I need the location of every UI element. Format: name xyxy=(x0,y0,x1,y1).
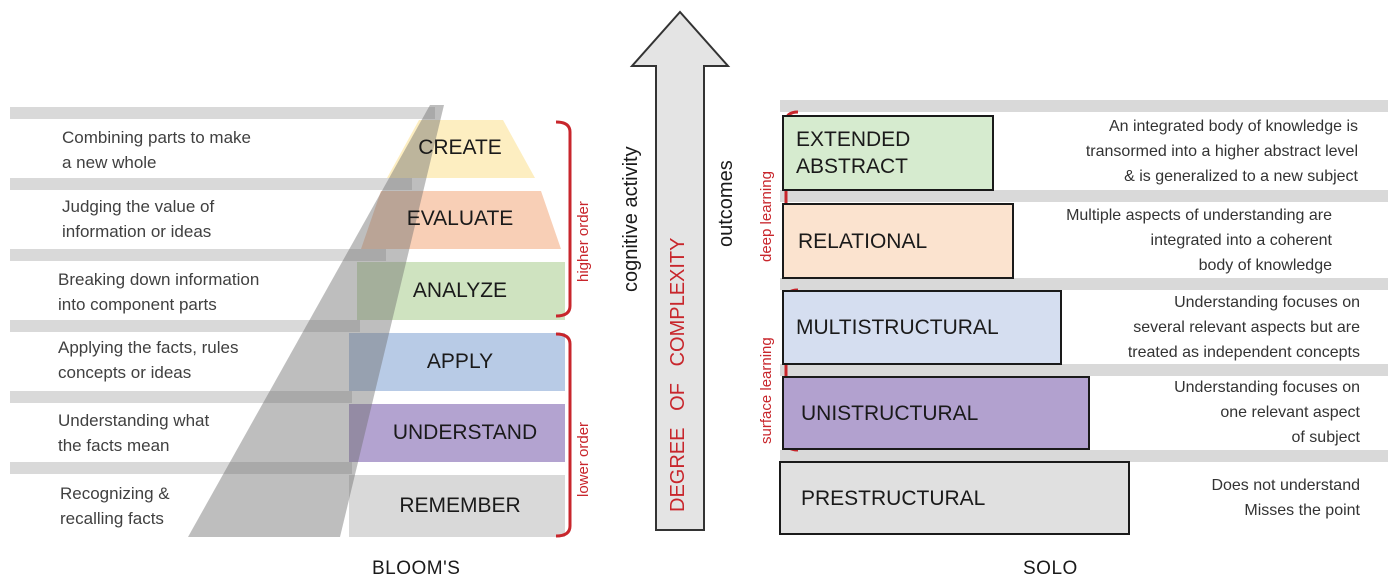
solo-desc-extended-abstract: An integrated body of knowledge is trans… xyxy=(1020,114,1358,189)
desc-line: Understanding focuses on xyxy=(1174,379,1360,396)
bloom-level-evaluate: EVALUATE xyxy=(406,207,514,230)
cognitive-activity-label: cognitive activity xyxy=(620,146,642,292)
desc-line: several relevant aspects but are xyxy=(1133,319,1360,336)
bloom-level-remember: REMEMBER xyxy=(399,494,521,517)
solo-label-extended-abstract: EXTENDED ABSTRACT xyxy=(796,126,910,180)
desc-line: Understanding what xyxy=(58,411,210,430)
solo-box-relational xyxy=(782,203,1014,279)
surface-learning-label: surface learning xyxy=(758,337,775,444)
solo-box-extended-abstract xyxy=(782,115,994,191)
desc-line: Judging the value of xyxy=(62,197,215,216)
bloom-stripe xyxy=(10,391,352,403)
desc-line: Understanding focuses on xyxy=(1174,294,1360,311)
solo-title: SOLO xyxy=(1023,558,1078,579)
solo-desc-unistructural: Understanding focuses on one relevant as… xyxy=(1100,375,1360,450)
desc-line: recalling facts xyxy=(60,509,164,528)
bloom-wedge xyxy=(188,105,444,537)
complexity-arrow xyxy=(629,10,731,531)
bloom-stripe xyxy=(10,178,412,190)
solo-desc-prestructural: Does not understand Misses the point xyxy=(1140,473,1360,523)
solo-label-prestructural: PRESTRUCTURAL xyxy=(801,487,986,510)
desc-line: concepts or ideas xyxy=(58,363,192,382)
lower-order-bracket xyxy=(555,332,572,538)
solo-stripe xyxy=(780,278,1388,290)
bloom-level-apply: APPLY xyxy=(426,350,494,373)
desc-line: Recognizing & xyxy=(60,484,170,503)
desc-line: a new whole xyxy=(62,153,157,172)
bloom-desc-evaluate: Judging the value of information or idea… xyxy=(62,194,214,244)
solo-stripe xyxy=(780,364,1388,376)
solo-label-relational: RELATIONAL xyxy=(798,230,928,253)
desc-line: treated as independent concepts xyxy=(1127,344,1360,361)
desc-line: & is generalized to a new subject xyxy=(1124,168,1358,185)
bloom-band-remember xyxy=(349,475,565,537)
solo-desc-multistructural: Understanding focuses on several relevan… xyxy=(1066,290,1360,365)
bloom-band-apply xyxy=(349,333,565,391)
deep-learning-label: deep learning xyxy=(758,171,775,262)
desc-line: Applying the facts, rules xyxy=(58,338,239,357)
complexity-label: DEGREE OF COMPLEXITY xyxy=(667,237,689,513)
bloom-level-understand: UNDERSTAND xyxy=(392,421,538,444)
solo-label-multistructural: MULTISTRUCTURAL xyxy=(796,316,999,339)
desc-line: Misses the point xyxy=(1244,502,1360,519)
desc-line: transormed into a higher abstract level xyxy=(1085,143,1358,160)
bloom-band-analyze xyxy=(357,262,565,320)
desc-line: Breaking down information xyxy=(58,270,260,289)
solo-box-prestructural xyxy=(779,461,1130,535)
bloom-level-create: CREATE xyxy=(418,136,502,159)
desc-line: the facts mean xyxy=(58,436,170,455)
higher-order-bracket xyxy=(555,120,572,318)
solo-desc-relational: Multiple aspects of understanding are in… xyxy=(1020,203,1332,278)
bloom-stripe xyxy=(10,320,360,332)
bloom-band-create xyxy=(387,120,535,178)
higher-order-label: higher order xyxy=(575,201,592,282)
bloom-desc-remember: Recognizing & recalling facts xyxy=(60,481,170,531)
bloom-desc-create: Combining parts to make a new whole xyxy=(62,125,251,175)
solo-stripe xyxy=(780,100,1388,112)
desc-line: An integrated body of knowledge is xyxy=(1108,118,1358,135)
solo-box-multistructural xyxy=(782,290,1062,365)
bloom-stripe xyxy=(10,249,386,261)
outcomes-label: outcomes xyxy=(715,160,737,247)
bloom-band-evaluate xyxy=(361,191,561,249)
bloom-desc-apply: Applying the facts, rules concepts or id… xyxy=(58,335,238,385)
desc-line: one relevant aspect xyxy=(1220,404,1360,421)
solo-box-unistructural xyxy=(782,376,1090,450)
solo-label-unistructural: UNISTRUCTURAL xyxy=(801,402,979,425)
desc-line: information or ideas xyxy=(62,222,212,241)
desc-line: Combining parts to make xyxy=(62,128,251,147)
desc-line: body of knowledge xyxy=(1198,257,1332,274)
lower-order-label: lower order xyxy=(575,421,592,497)
label-line: ABSTRACT xyxy=(796,155,909,178)
solo-stripe xyxy=(780,450,1388,462)
desc-line: integrated into a coherent xyxy=(1150,232,1332,249)
bloom-band-understand xyxy=(349,404,565,462)
bloom-stripe xyxy=(10,462,352,474)
desc-line: into component parts xyxy=(58,295,217,314)
desc-line: Does not understand xyxy=(1211,477,1360,494)
desc-line: of subject xyxy=(1291,429,1360,446)
bloom-title: BLOOM'S xyxy=(372,558,461,579)
bloom-level-analyze: ANALYZE xyxy=(412,279,508,302)
bloom-desc-understand: Understanding what the facts mean xyxy=(58,408,209,458)
bloom-desc-analyze: Breaking down information into component… xyxy=(58,267,259,317)
label-line: EXTENDED xyxy=(796,128,911,151)
desc-line: Multiple aspects of understanding are xyxy=(1066,207,1332,224)
bloom-stripe xyxy=(10,107,435,119)
solo-stripe xyxy=(780,190,1388,202)
